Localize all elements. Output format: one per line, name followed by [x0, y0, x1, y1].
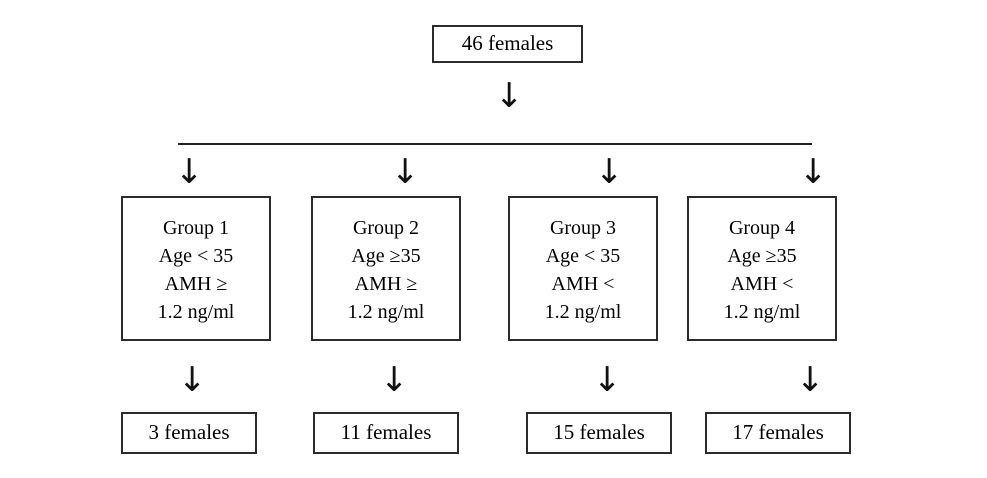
- group-3-amh-value: 1.2 ng/ml: [544, 300, 622, 323]
- group-3-amh-criterion: AMH <: [551, 272, 615, 295]
- group-2-amh-criterion: AMH ≥: [354, 272, 418, 295]
- down-arrow-icon-to-group-4: ↓: [799, 152, 828, 192]
- down-arrow-icon-to-result-2: ↓: [380, 360, 409, 400]
- group-2-age-criterion: Age ≥35: [351, 244, 421, 267]
- result-4-label: 17 females: [732, 420, 824, 445]
- down-arrow-icon-to-result-3: ↓: [593, 360, 622, 400]
- group-4-age-criterion: Age ≥35: [727, 244, 797, 267]
- group-1-amh-criterion: AMH ≥: [164, 272, 228, 295]
- result-1-label: 3 females: [148, 420, 230, 445]
- result-node-2: 11 females: [313, 412, 459, 454]
- group-1-amh-value: 1.2 ng/ml: [157, 300, 235, 323]
- group-4-title: Group 4: [728, 216, 796, 239]
- root-node-total-females: 46 females: [432, 25, 583, 63]
- group-3-title: Group 3: [549, 216, 617, 239]
- down-arrow-icon-to-result-4: ↓: [796, 360, 825, 400]
- group-3-age-criterion: Age < 35: [545, 244, 621, 267]
- group-2-title: Group 2: [352, 216, 420, 239]
- group-node-3: Group 3 Age < 35 AMH < 1.2 ng/ml: [508, 196, 658, 341]
- group-4-amh-value: 1.2 ng/ml: [723, 300, 801, 323]
- result-node-4: 17 females: [705, 412, 851, 454]
- root-node-label: 46 females: [461, 31, 554, 56]
- down-arrow-icon-to-result-1: ↓: [178, 360, 207, 400]
- result-node-3: 15 females: [526, 412, 672, 454]
- distribution-bar: [178, 143, 812, 145]
- result-node-1: 3 females: [121, 412, 257, 454]
- group-1-title: Group 1: [162, 216, 230, 239]
- result-3-label: 15 females: [553, 420, 645, 445]
- down-arrow-icon-root: ↓: [495, 76, 524, 116]
- result-2-label: 11 females: [340, 420, 432, 445]
- down-arrow-icon-to-group-1: ↓: [175, 152, 204, 192]
- group-node-2: Group 2 Age ≥35 AMH ≥ 1.2 ng/ml: [311, 196, 461, 341]
- down-arrow-icon-to-group-2: ↓: [391, 152, 420, 192]
- group-node-1: Group 1 Age < 35 AMH ≥ 1.2 ng/ml: [121, 196, 271, 341]
- group-2-amh-value: 1.2 ng/ml: [347, 300, 425, 323]
- group-1-age-criterion: Age < 35: [158, 244, 234, 267]
- group-4-amh-criterion: AMH <: [730, 272, 794, 295]
- down-arrow-icon-to-group-3: ↓: [595, 152, 624, 192]
- group-node-4: Group 4 Age ≥35 AMH < 1.2 ng/ml: [687, 196, 837, 341]
